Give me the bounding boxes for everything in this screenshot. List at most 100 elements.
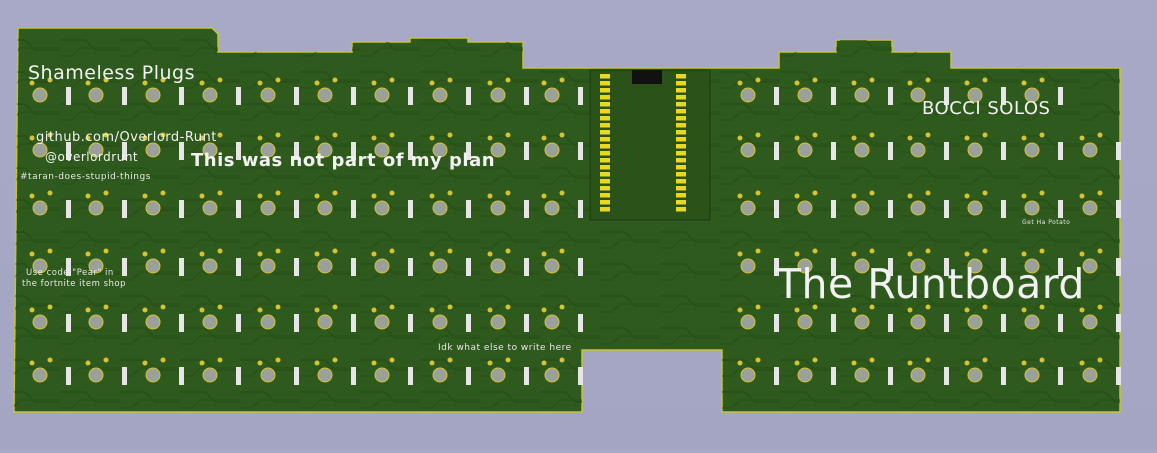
- diode-footprint: [351, 87, 356, 105]
- diode-footprint: [294, 87, 299, 105]
- diode-footprint: [831, 87, 836, 105]
- key-switch-footprint: [797, 200, 813, 216]
- diode-footprint: [831, 200, 836, 218]
- diode-footprint: [944, 87, 949, 105]
- key-switch-footprint: [374, 367, 390, 383]
- key-switch-footprint: [854, 258, 870, 274]
- key-switch-footprint: [145, 314, 161, 330]
- diode-footprint: [944, 314, 949, 332]
- diode-footprint: [294, 367, 299, 385]
- diode-footprint: [236, 314, 241, 332]
- diode-footprint: [66, 142, 71, 160]
- diode-footprint: [466, 142, 471, 160]
- diode-footprint: [1001, 200, 1006, 218]
- silk-github: github.com/Overlord-Runt: [36, 130, 217, 145]
- diode-footprint: [294, 200, 299, 218]
- key-switch-footprint: [490, 258, 506, 274]
- diode-footprint: [408, 314, 413, 332]
- key-switch-footprint: [797, 87, 813, 103]
- diode-footprint: [524, 200, 529, 218]
- key-switch-footprint: [797, 367, 813, 383]
- diode-footprint: [524, 142, 529, 160]
- diode-footprint: [179, 142, 184, 160]
- diode-footprint: [466, 200, 471, 218]
- silk-not-part-of-plan: This was not part of my plan: [191, 150, 496, 171]
- diode-footprint: [236, 367, 241, 385]
- diode-footprint: [466, 258, 471, 276]
- key-switch-footprint: [740, 142, 756, 158]
- diode-footprint: [831, 142, 836, 160]
- key-switch-footprint: [1024, 200, 1040, 216]
- key-switch-footprint: [490, 367, 506, 383]
- diode-footprint: [351, 142, 356, 160]
- diode-footprint: [1001, 87, 1006, 105]
- diode-footprint: [236, 142, 241, 160]
- key-switch-footprint: [317, 142, 333, 158]
- diode-footprint: [466, 367, 471, 385]
- diode-footprint: [122, 314, 127, 332]
- key-switch-footprint: [797, 142, 813, 158]
- diode-footprint: [1058, 367, 1063, 385]
- key-switch-footprint: [432, 314, 448, 330]
- key-switch-footprint: [432, 200, 448, 216]
- key-switch-footprint: [374, 87, 390, 103]
- diode-footprint: [1116, 200, 1121, 218]
- diode-footprint: [466, 314, 471, 332]
- silk-code-line1: Use code "Pear" in: [26, 268, 114, 278]
- diode-footprint: [236, 258, 241, 276]
- key-switch-footprint: [797, 314, 813, 330]
- key-switch-footprint: [32, 314, 48, 330]
- diode-footprint: [351, 367, 356, 385]
- microcontroller-footprint: [589, 69, 711, 221]
- diode-footprint: [294, 142, 299, 160]
- key-switch-footprint: [260, 200, 276, 216]
- key-switch-footprint: [432, 258, 448, 274]
- diode-footprint: [236, 200, 241, 218]
- key-switch-footprint: [88, 87, 104, 103]
- diode-footprint: [888, 258, 893, 276]
- key-switch-footprint: [32, 142, 48, 158]
- diode-footprint: [351, 314, 356, 332]
- diode-footprint: [408, 142, 413, 160]
- key-switch-footprint: [317, 367, 333, 383]
- diode-footprint: [179, 87, 184, 105]
- silk-handle: @overlordrunt: [45, 150, 139, 164]
- diode-footprint: [578, 314, 583, 332]
- diode-footprint: [294, 314, 299, 332]
- diode-footprint: [66, 200, 71, 218]
- key-switch-footprint: [490, 87, 506, 103]
- key-switch-footprint: [967, 258, 983, 274]
- diode-footprint: [466, 87, 471, 105]
- key-switch-footprint: [1024, 87, 1040, 103]
- key-switch-footprint: [88, 142, 104, 158]
- diode-footprint: [774, 258, 779, 276]
- diode-footprint: [1001, 258, 1006, 276]
- diode-footprint: [408, 87, 413, 105]
- key-switch-footprint: [490, 142, 506, 158]
- diode-footprint: [66, 258, 71, 276]
- key-switch-footprint: [967, 200, 983, 216]
- silk-hashtag: #taran-does-stupid-things: [20, 172, 151, 182]
- key-switch-footprint: [260, 258, 276, 274]
- diode-footprint: [351, 200, 356, 218]
- key-switch-footprint: [32, 87, 48, 103]
- key-switch-footprint: [544, 367, 560, 383]
- key-switch-footprint: [145, 200, 161, 216]
- key-switch-footprint: [317, 200, 333, 216]
- diode-footprint: [774, 142, 779, 160]
- diode-footprint: [122, 367, 127, 385]
- diode-footprint: [774, 367, 779, 385]
- key-switch-footprint: [490, 314, 506, 330]
- diode-footprint: [944, 258, 949, 276]
- key-switch-footprint: [260, 314, 276, 330]
- diode-footprint: [1058, 258, 1063, 276]
- key-switch-footprint: [910, 367, 926, 383]
- diode-footprint: [66, 314, 71, 332]
- key-switch-footprint: [544, 87, 560, 103]
- diode-footprint: [351, 258, 356, 276]
- key-switch-footprint: [202, 314, 218, 330]
- key-switch-footprint: [260, 367, 276, 383]
- diode-footprint: [944, 142, 949, 160]
- diode-footprint: [179, 367, 184, 385]
